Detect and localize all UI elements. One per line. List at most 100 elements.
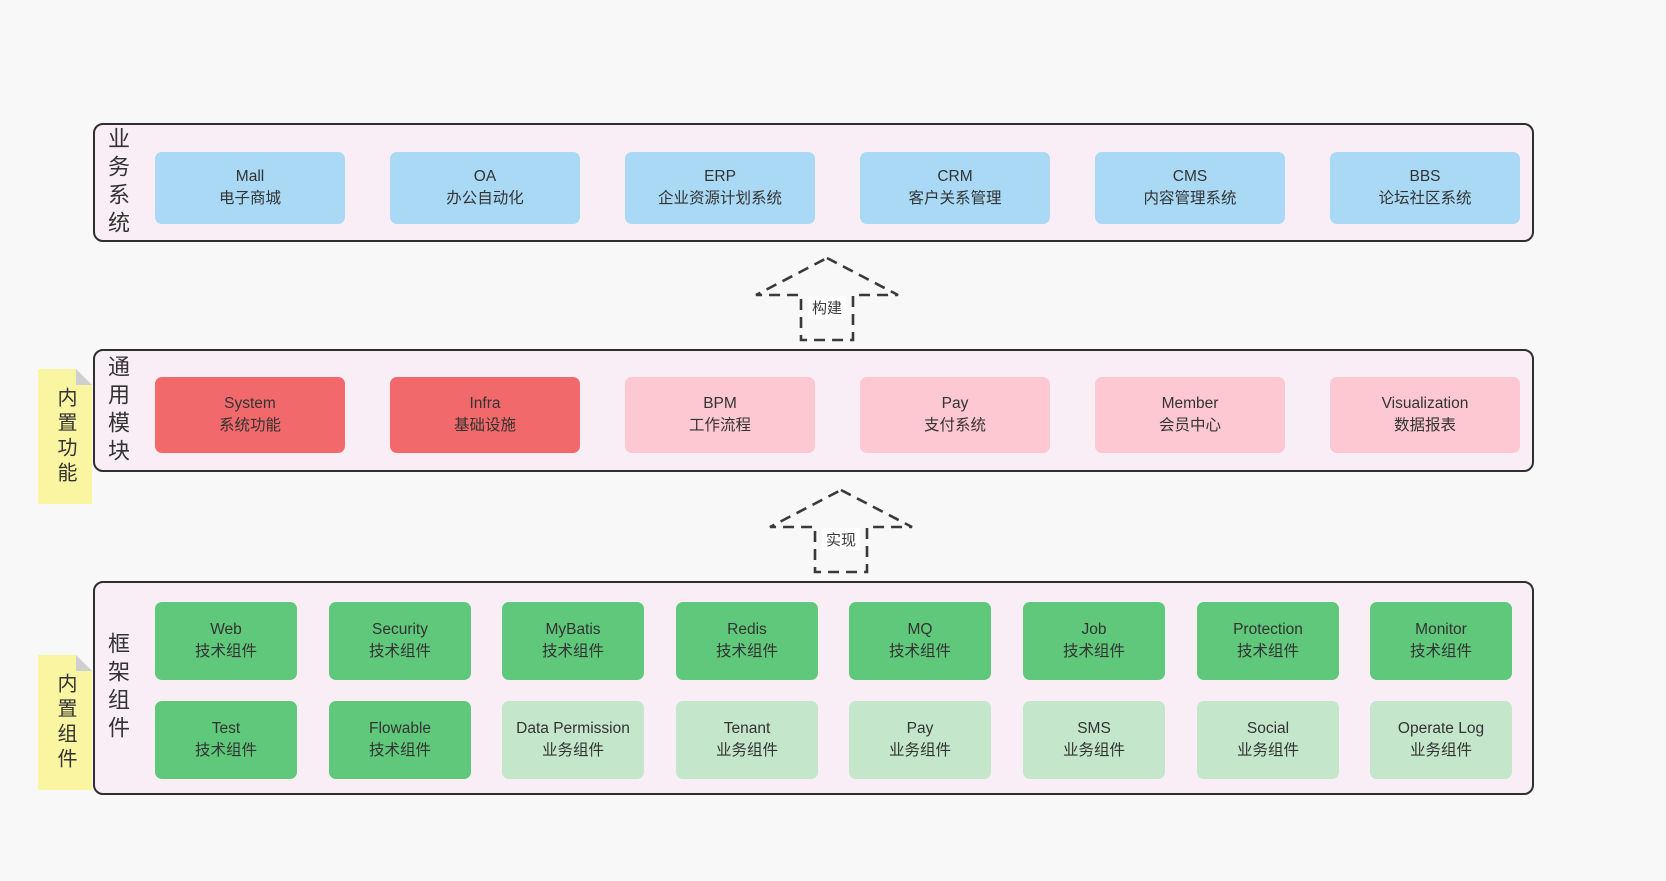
box-subtitle: 技术组件 <box>541 643 604 660</box>
box-bbs: BBS 论坛社区系统 <box>1330 152 1520 224</box>
box-title: CMS <box>1172 168 1208 185</box>
layer-label-framework-components: 框架组件 <box>105 632 130 744</box>
box-title: ERP <box>704 168 736 185</box>
box-protection: Protection 技术组件 <box>1197 602 1339 680</box>
box-sms: SMS 业务组件 <box>1023 701 1165 779</box>
box-subtitle: 技术组件 <box>1062 643 1125 660</box>
layer-label-common-modules: 通用模块 <box>105 354 130 467</box>
box-test: Test 技术组件 <box>155 701 297 779</box>
box-title: MQ <box>907 621 933 638</box>
box-subtitle: 技术组件 <box>368 643 431 660</box>
box-social: Social 业务组件 <box>1197 701 1339 779</box>
box-subtitle: 数据报表 <box>1393 417 1456 434</box>
box-subtitle: 技术组件 <box>194 643 257 660</box>
box-subtitle: 企业资源计划系统 <box>657 190 782 207</box>
box-flowable: Flowable 技术组件 <box>329 701 471 779</box>
box-monitor: Monitor 技术组件 <box>1370 602 1512 680</box>
box-subtitle: 业务组件 <box>1062 742 1125 759</box>
layer-framework-components: 框架组件 Web 技术组件 Security 技术组件 MyBatis 技术组件… <box>93 581 1534 795</box>
box-title: BPM <box>703 395 737 412</box>
box-subtitle: 技术组件 <box>1236 643 1299 660</box>
arrow-implement-label: 实现 <box>821 528 861 551</box>
box-title: Security <box>372 621 428 638</box>
box-bpm: BPM 工作流程 <box>625 377 815 453</box>
box-operate-log: Operate Log 业务组件 <box>1370 701 1512 779</box>
box-oa: OA 办公自动化 <box>390 152 580 224</box>
box-subtitle: 内容管理系统 <box>1143 190 1237 207</box>
box-title: Monitor <box>1415 621 1467 638</box>
box-title: Social <box>1246 720 1290 737</box>
box-subtitle: 技术组件 <box>194 742 257 759</box>
sticky-builtin-components: 内置组件 <box>38 655 92 790</box>
box-subtitle: 技术组件 <box>368 742 431 759</box>
box-subtitle: 会员中心 <box>1158 417 1221 434</box>
box-subtitle: 基础设施 <box>453 417 516 434</box>
box-subtitle: 技术组件 <box>1409 643 1472 660</box>
sticky-paper <box>38 655 92 790</box>
box-mybatis: MyBatis 技术组件 <box>502 602 644 680</box>
box-subtitle: 工作流程 <box>688 417 751 434</box>
box-pay-component: Pay 业务组件 <box>849 701 991 779</box>
box-erp: ERP 企业资源计划系统 <box>625 152 815 224</box>
box-subtitle: 论坛社区系统 <box>1378 190 1472 207</box>
box-title: Job <box>1081 621 1107 638</box>
arrow-build-label: 构建 <box>807 296 847 319</box>
layer-common-modules: 通用模块 System 系统功能 Infra 基础设施 BPM 工作流程 Pay… <box>93 349 1534 472</box>
box-subtitle: 业务组件 <box>1409 742 1472 759</box>
layer-business-systems: 业务系统 Mall 电子商城 OA 办公自动化 ERP 企业资源计划系统 CRM… <box>93 123 1534 242</box>
box-cms: CMS 内容管理系统 <box>1095 152 1285 224</box>
box-title: Test <box>211 720 241 737</box>
box-pay-system: Pay 支付系统 <box>860 377 1050 453</box>
sticky-fold-icon <box>76 369 92 385</box>
box-title: Tenant <box>723 720 771 737</box>
box-title: Redis <box>727 621 767 638</box>
box-job: Job 技术组件 <box>1023 602 1165 680</box>
box-subtitle: 技术组件 <box>888 643 951 660</box>
box-title: CRM <box>937 168 973 185</box>
sticky-fold-icon <box>76 655 92 671</box>
box-subtitle: 支付系统 <box>923 417 986 434</box>
layer-label-business-systems: 业务系统 <box>105 126 130 239</box>
box-title: Infra <box>469 395 501 412</box>
box-web: Web 技术组件 <box>155 602 297 680</box>
box-title: Visualization <box>1381 395 1469 412</box>
box-tenant: Tenant 业务组件 <box>676 701 818 779</box>
sticky-builtin-features: 内置功能 <box>38 369 92 504</box>
box-subtitle: 业务组件 <box>541 742 604 759</box>
box-title: Pay <box>941 395 969 412</box>
box-subtitle: 技术组件 <box>715 643 778 660</box>
box-title: Pay <box>906 720 934 737</box>
box-title: Protection <box>1233 621 1303 638</box>
sticky-label: 内置组件 <box>54 672 76 773</box>
box-subtitle: 业务组件 <box>715 742 778 759</box>
box-title: Web <box>210 621 242 638</box>
box-mall: Mall 电子商城 <box>155 152 345 224</box>
box-subtitle: 客户关系管理 <box>908 190 1002 207</box>
box-subtitle: 业务组件 <box>1236 742 1299 759</box>
box-title: BBS <box>1409 168 1441 185</box>
box-title: Member <box>1161 395 1219 412</box>
box-data-permission: Data Permission 业务组件 <box>502 701 644 779</box>
box-mq: MQ 技术组件 <box>849 602 991 680</box>
box-subtitle: 业务组件 <box>888 742 951 759</box>
box-system: System 系统功能 <box>155 377 345 453</box>
box-title: SMS <box>1077 720 1111 737</box>
sticky-label: 内置功能 <box>54 386 76 487</box>
box-title: MyBatis <box>545 621 601 638</box>
box-title: OA <box>473 168 497 185</box>
box-member: Member 会员中心 <box>1095 377 1285 453</box>
box-infra: Infra 基础设施 <box>390 377 580 453</box>
box-title: Data Permission <box>516 720 630 737</box>
box-security: Security 技术组件 <box>329 602 471 680</box>
box-crm: CRM 客户关系管理 <box>860 152 1050 224</box>
box-redis: Redis 技术组件 <box>676 602 818 680</box>
box-subtitle: 办公自动化 <box>446 190 524 207</box>
box-subtitle: 电子商城 <box>218 190 281 207</box>
box-title: Operate Log <box>1397 720 1485 737</box>
box-title: System <box>224 395 276 412</box>
box-subtitle: 系统功能 <box>218 417 281 434</box>
box-visualization: Visualization 数据报表 <box>1330 377 1520 453</box>
box-title: Flowable <box>368 720 432 737</box>
sticky-paper <box>38 369 92 504</box>
